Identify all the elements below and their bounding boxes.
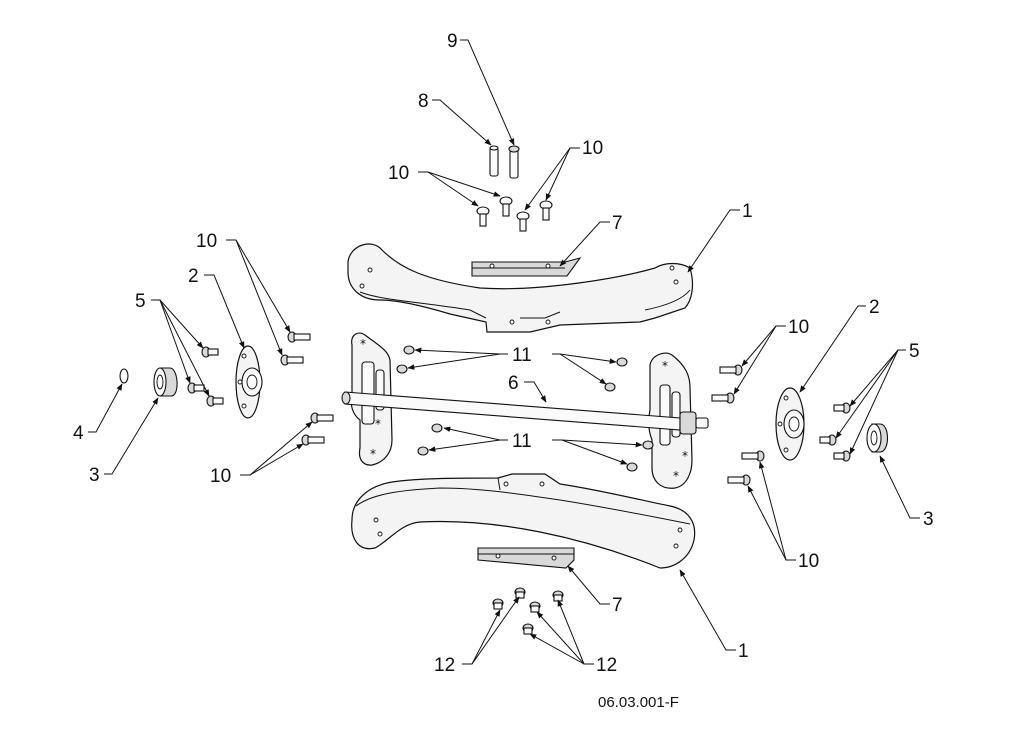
left-bolts-part-10 [280,331,334,446]
axle-part-6 [341,391,709,435]
lower-hinge-plate-part-7 [477,547,575,569]
svg-text:*: * [673,469,679,483]
callout-1-top: 1 [742,201,753,222]
top-bolts-part-10 [476,196,553,232]
upper-frame-part-1 [347,243,694,333]
callout-11-lower: 11 [512,431,532,452]
callout-5-left: 5 [135,291,146,312]
spring-pin-part-9 [508,145,520,179]
right-screws-part-5 [819,402,851,462]
nuts-part-12 [492,587,564,635]
callout-3-right: 3 [923,509,934,530]
callout-2-left: 2 [188,266,199,287]
callout-9: 9 [447,31,458,52]
left-screws-part-5 [187,346,224,407]
spring-pin-part-8 [489,145,499,177]
retaining-ring-part-4 [119,368,129,384]
callout-1-bottom: 1 [738,641,749,662]
callout-10-top-right: 10 [582,138,603,159]
document-code: 06.03.001-F [598,694,679,711]
callout-10-left-upper: 10 [196,231,217,252]
callout-7-bottom: 7 [612,595,623,616]
svg-text:*: * [682,449,688,463]
callout-8: 8 [418,91,429,112]
callout-4: 4 [73,423,84,444]
upper-hinge-plate-part-7 [471,257,582,277]
left-bearing-part-3 [153,367,178,397]
right-bolts-part-10 [711,364,765,486]
callout-7-top: 7 [612,213,623,234]
callout-10-right-lower: 10 [798,551,819,572]
right-bearing-part-3 [866,423,889,453]
callout-11-upper: 11 [512,345,532,366]
svg-text:*: * [360,337,366,351]
callout-3-left: 3 [89,465,100,486]
callout-10-right-upper: 10 [788,317,809,338]
callout-6: 6 [508,373,519,394]
right-hub-flange-part-2 [775,387,805,461]
callout-10-left-lower: 10 [210,466,231,487]
callout-10-top-left: 10 [388,163,409,184]
leader-lines [88,39,920,665]
callout-labels: 9 8 10 10 7 1 10 2 5 4 3 10 11 6 11 10 2… [73,31,934,676]
callout-12-right: 12 [596,655,617,676]
left-hub-flange-part-2 [235,345,263,419]
svg-text:*: * [370,447,376,461]
callout-5-right: 5 [909,341,920,362]
callout-12-left: 12 [434,655,455,676]
lower-frame-part-1 [351,473,696,569]
svg-text:*: * [375,417,381,431]
flat-screws-part-11 [396,345,654,472]
callout-2-right: 2 [869,297,880,318]
svg-text:*: * [662,359,668,373]
